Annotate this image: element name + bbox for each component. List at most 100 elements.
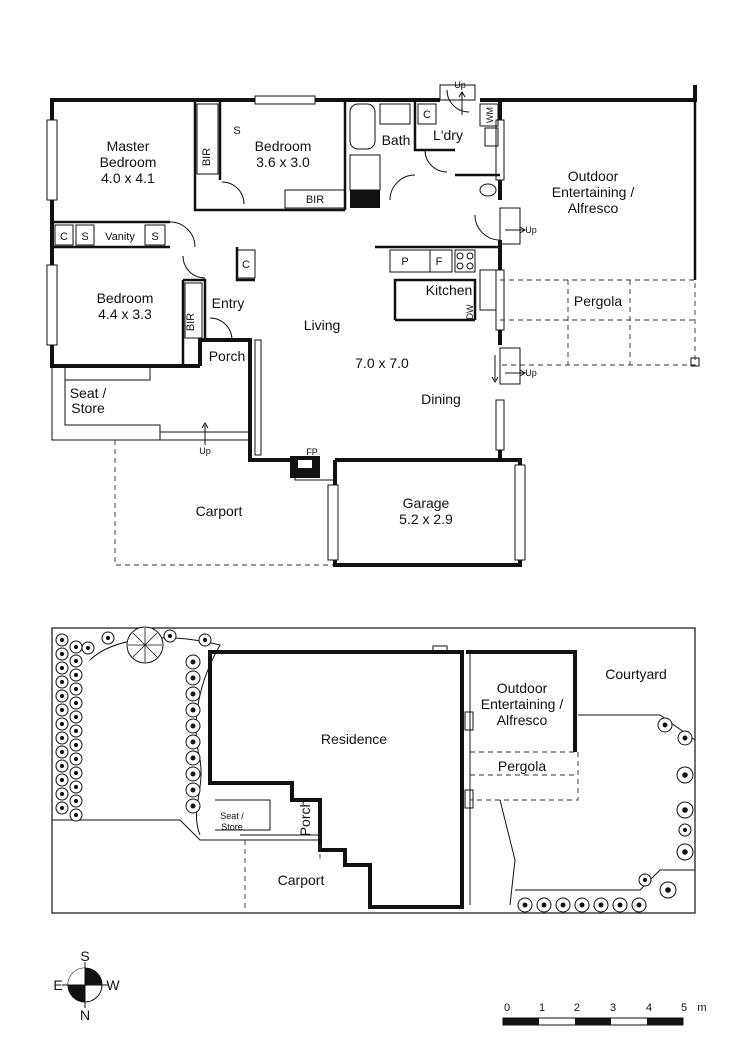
entry-label: Entry: [212, 295, 245, 311]
tree-center-icon: [190, 739, 196, 745]
master-bedroom-label-1: Master: [107, 138, 150, 154]
tree-center-icon: [73, 770, 79, 776]
dishwasher-label: DW: [465, 304, 475, 319]
tree-center-icon: [579, 902, 585, 908]
feature-tree-branch: [132, 644, 146, 658]
tree-center-icon: [167, 633, 173, 639]
bath-label: Bath: [382, 132, 411, 148]
compass-e: E: [53, 977, 62, 993]
closet-c-label-2: C: [242, 259, 250, 271]
outdoor-label-3: Alfresco: [568, 200, 619, 216]
tree-center-icon: [59, 707, 65, 713]
kitchen-label: Kitchen: [426, 282, 473, 298]
site-seat-label-2: Store: [221, 822, 243, 832]
up-label-porch: Up: [199, 446, 211, 456]
tree-center-icon: [617, 902, 623, 908]
tree-center-icon: [560, 902, 566, 908]
site-trees: [55, 626, 694, 913]
seat-store-label-2: Store: [71, 400, 105, 416]
site-outdoor-label-2: Entertaining /: [481, 696, 564, 712]
feature-tree-branch: [132, 632, 146, 646]
tree-center-icon: [202, 637, 208, 643]
bir-bedroom2-label: BIR: [306, 194, 324, 206]
tree-center-icon: [662, 722, 668, 728]
tree-center-icon: [59, 637, 65, 643]
tree-center-icon: [59, 735, 65, 741]
seat-store-label-1: Seat /: [70, 385, 107, 401]
tree-center-icon: [190, 755, 196, 761]
compass-n: N: [80, 1007, 90, 1023]
tree-center-icon: [59, 665, 65, 671]
shelf-s-label-2: S: [151, 231, 158, 243]
site-residence-label: Residence: [321, 731, 387, 747]
tree-center-icon: [73, 700, 79, 706]
scale-tick-2: 2: [574, 1002, 580, 1014]
up-label-alfresco: Up: [525, 225, 537, 235]
bir-master-label: BIR: [201, 148, 213, 166]
feature-tree-branch: [144, 632, 158, 646]
tree-center-icon: [73, 658, 79, 664]
tree-center-icon: [73, 812, 79, 818]
tree-center-icon: [59, 651, 65, 657]
tree-center-icon: [105, 635, 111, 641]
site-pergola-label: Pergola: [498, 758, 546, 774]
pantry-label: P: [401, 256, 408, 268]
site-seat-label-1: Seat /: [220, 811, 244, 821]
tree-center-icon: [73, 714, 79, 720]
pergola-label: Pergola: [574, 293, 622, 309]
tree-center-icon: [59, 679, 65, 685]
floor-plan: [46, 84, 700, 567]
tree-center-icon: [59, 693, 65, 699]
tree-center-icon: [59, 777, 65, 783]
scale-bar: [502, 1017, 684, 1026]
tree-center-icon: [190, 691, 196, 697]
tree-center-icon: [598, 902, 604, 908]
tree-center-icon: [682, 849, 688, 855]
outdoor-label-1: Outdoor: [568, 168, 619, 184]
tree-center-icon: [73, 784, 79, 790]
fireplace-label: FP: [306, 447, 318, 457]
closet-c-label: C: [60, 231, 68, 243]
tree-center-icon: [190, 659, 196, 665]
vanity-label: Vanity: [105, 231, 135, 243]
compass-w: W: [106, 977, 120, 993]
tree-center-icon: [190, 707, 196, 713]
living-dims: 7.0 x 7.0: [355, 355, 409, 371]
tree-center-icon: [682, 827, 688, 833]
compass-s: S: [80, 948, 89, 964]
living-label: Living: [304, 317, 341, 333]
tree-center-icon: [59, 763, 65, 769]
shelf-s-label: S: [81, 231, 88, 243]
scale-unit: m: [697, 1002, 706, 1014]
feature-tree-branch: [144, 644, 158, 658]
compass: [62, 962, 108, 1008]
porch-label: Porch: [209, 348, 246, 364]
carport-label: Carport: [196, 503, 243, 519]
bedroom2-label: Bedroom: [255, 138, 312, 154]
tree-center-icon: [59, 791, 65, 797]
up-label-dining: Up: [525, 368, 537, 378]
tree-center-icon: [59, 749, 65, 755]
bir-bedroom3-label: BIR: [185, 313, 197, 331]
tree-center-icon: [73, 672, 79, 678]
tree-center-icon: [636, 902, 642, 908]
scale-tick-0: 0: [504, 1002, 510, 1014]
tree-center-icon: [190, 803, 196, 809]
garage-dims: 5.2 x 2.9: [399, 511, 453, 527]
site-carport-label: Carport: [278, 872, 325, 888]
bedroom3-label: Bedroom: [97, 290, 154, 306]
laundry-label: L'dry: [433, 127, 463, 143]
outdoor-label-2: Entertaining /: [552, 184, 635, 200]
tree-center-icon: [190, 723, 196, 729]
tree-center-icon: [522, 902, 528, 908]
site-plan: [51, 627, 696, 914]
tree-center-icon: [73, 686, 79, 692]
bedroom2-dims: 3.6 x 3.0: [256, 154, 310, 170]
site-outdoor-label-3: Alfresco: [497, 712, 548, 728]
scale-tick-1: 1: [539, 1002, 545, 1014]
master-bedroom-dims: 4.0 x 4.1: [101, 170, 155, 186]
tree-center-icon: [190, 675, 196, 681]
tree-center-icon: [59, 721, 65, 727]
dining-label: Dining: [421, 391, 461, 407]
